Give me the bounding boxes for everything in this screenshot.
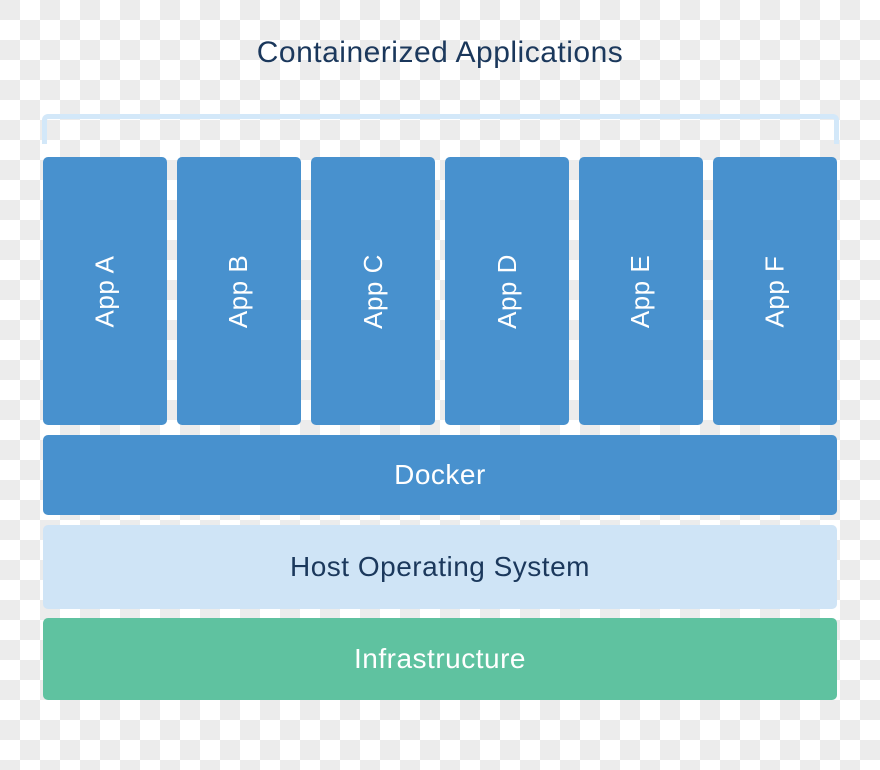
app-block-e: App E: [579, 157, 703, 425]
app-block-f: App F: [713, 157, 837, 425]
docker-layer-label: Docker: [394, 459, 486, 490]
app-block-d: App D: [445, 157, 569, 425]
host-os-layer-label: Host Operating System: [290, 551, 590, 582]
app-label-d: App D: [491, 253, 522, 329]
diagram-title: Containerized Applications: [256, 36, 624, 69]
app-label-b: App B: [223, 254, 254, 328]
app-label-a: App A: [89, 255, 120, 327]
container-frame-outline: [42, 114, 839, 144]
app-block-b: App B: [177, 157, 301, 425]
docker-layer: Docker: [43, 435, 837, 515]
infrastructure-layer: Infrastructure: [43, 618, 837, 700]
app-label-f: App F: [759, 255, 790, 327]
infrastructure-layer-label: Infrastructure: [354, 643, 526, 674]
host-os-layer: Host Operating System: [43, 525, 837, 609]
apps-row: App A App B App C App D App E App F: [43, 157, 837, 425]
app-label-c: App C: [357, 253, 388, 329]
app-label-e: App E: [625, 254, 656, 328]
app-block-c: App C: [311, 157, 435, 425]
app-block-a: App A: [43, 157, 167, 425]
